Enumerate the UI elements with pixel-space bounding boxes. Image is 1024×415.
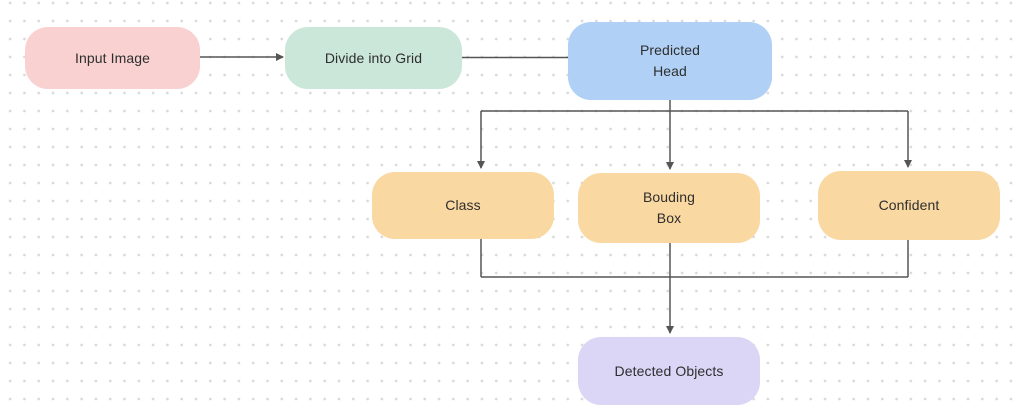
node-detected-objects[interactable]: Detected Objects (578, 337, 760, 405)
node-class[interactable]: Class (372, 172, 554, 239)
node-predicted-head[interactable]: Predicted Head (568, 22, 772, 100)
node-divide-into-grid[interactable]: Divide into Grid (285, 27, 462, 89)
node-confident-label: Confident (878, 197, 940, 213)
node-predicted-head-label-line2: Head (653, 63, 687, 79)
node-input-image-label: Input Image (74, 49, 151, 66)
node-detected-objects-label: Detected Objects (614, 362, 724, 379)
node-predicted-head-label-line1: Predicted (639, 42, 701, 58)
node-class-label: Class (445, 197, 481, 213)
node-confident[interactable]: Confident (818, 171, 1000, 240)
node-divide-into-grid-label: Divide into Grid (324, 49, 423, 66)
node-bounding-box[interactable]: Bouding Box (578, 173, 760, 243)
node-bounding-box-label-line1: Bouding (642, 189, 696, 205)
node-input-image[interactable]: Input Image (25, 27, 200, 89)
node-bounding-box-label-line2: Box (656, 210, 682, 226)
